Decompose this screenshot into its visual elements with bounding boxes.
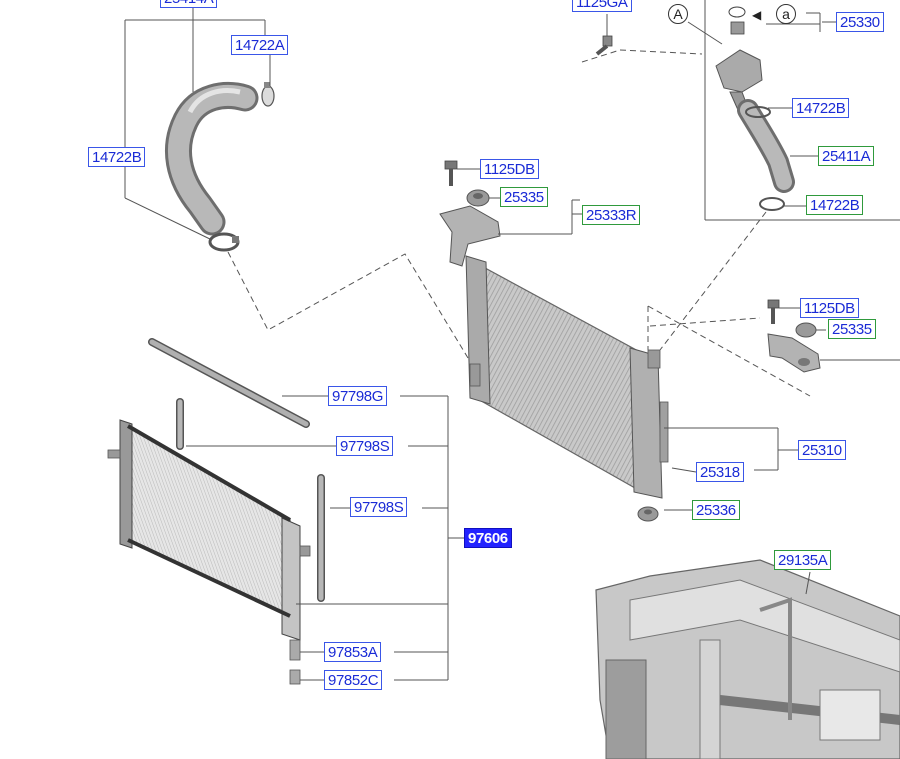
hose-upper-left bbox=[165, 82, 259, 236]
leaders-radiator bbox=[664, 427, 798, 511]
insulator-25335-upper bbox=[466, 189, 490, 207]
label-25411A[interactable]: 25411A bbox=[818, 146, 875, 166]
condenser-core bbox=[107, 419, 311, 661]
label-25335-right[interactable]: 25335 bbox=[828, 319, 876, 339]
reservoir-neck bbox=[715, 6, 763, 111]
leaders-right-hose bbox=[768, 107, 818, 207]
label-25414A[interactable]: 25414A bbox=[160, 0, 218, 8]
label-25318[interactable]: 25318 bbox=[696, 462, 744, 482]
drain-plug-97852C bbox=[289, 669, 301, 685]
label-14722B-left[interactable]: 14722B bbox=[88, 147, 146, 167]
label-25333R[interactable]: 25333R bbox=[582, 205, 641, 225]
bracket-right bbox=[767, 333, 821, 373]
label-14722B-upper[interactable]: 14722B bbox=[792, 98, 850, 118]
bolt-1125GA bbox=[595, 14, 613, 56]
hose-clamp-14722A bbox=[261, 82, 275, 107]
leader-29135A bbox=[805, 571, 811, 595]
seal-strip-97798G bbox=[148, 338, 310, 428]
front-carrier-29135A bbox=[595, 559, 900, 759]
box-top-right bbox=[687, 0, 900, 221]
label-29135A[interactable]: 29135A bbox=[774, 550, 832, 570]
bolt-1125DB-upper bbox=[444, 160, 458, 186]
dashed-top-right bbox=[581, 49, 703, 63]
dashed-pipe-path-left bbox=[227, 251, 469, 359]
label-97798S-b[interactable]: 97798S bbox=[350, 497, 408, 517]
ref-callout-a-lower: a bbox=[776, 4, 796, 24]
hose-clamp-14722B-left bbox=[208, 232, 240, 252]
label-25310[interactable]: 25310 bbox=[798, 440, 846, 460]
bolt-1125DB-right bbox=[767, 299, 780, 324]
label-14722B-right[interactable]: 14722B bbox=[806, 195, 864, 215]
leaders-right-mount bbox=[779, 307, 900, 361]
label-97798G[interactable]: 97798G bbox=[328, 386, 387, 406]
label-1125DB-right[interactable]: 1125DB bbox=[800, 298, 859, 318]
label-25336[interactable]: 25336 bbox=[692, 500, 740, 520]
label-1125GA[interactable]: 1125GA bbox=[572, 0, 632, 12]
hose-upper-right bbox=[737, 99, 795, 211]
label-14722A-left[interactable]: 14722A bbox=[231, 35, 289, 55]
dashed-right-hose-to-radiator bbox=[659, 211, 767, 351]
label-25330[interactable]: 25330 bbox=[836, 12, 884, 32]
drain-plug-25336 bbox=[637, 506, 659, 522]
insulator-25335-right bbox=[795, 322, 817, 338]
label-25335-upper[interactable]: 25335 bbox=[500, 187, 548, 207]
arrow-left-icon: ◀ bbox=[752, 8, 762, 22]
label-97606-selected[interactable]: 97606 bbox=[464, 528, 512, 548]
label-97852C[interactable]: 97852C bbox=[324, 670, 383, 690]
label-97853A[interactable]: 97853A bbox=[324, 642, 382, 662]
leaders-upper-mount bbox=[457, 168, 582, 235]
leaders-top-left bbox=[124, 5, 271, 241]
view-callout-a-upper: A bbox=[668, 4, 688, 24]
radiator-core bbox=[465, 255, 669, 499]
label-1125DB-upper[interactable]: 1125DB bbox=[480, 159, 539, 179]
bracket-25333R bbox=[439, 205, 501, 267]
leaders-condenser bbox=[186, 395, 464, 681]
label-97798S-a[interactable]: 97798S bbox=[336, 436, 394, 456]
dashed-right-mount bbox=[647, 305, 811, 397]
